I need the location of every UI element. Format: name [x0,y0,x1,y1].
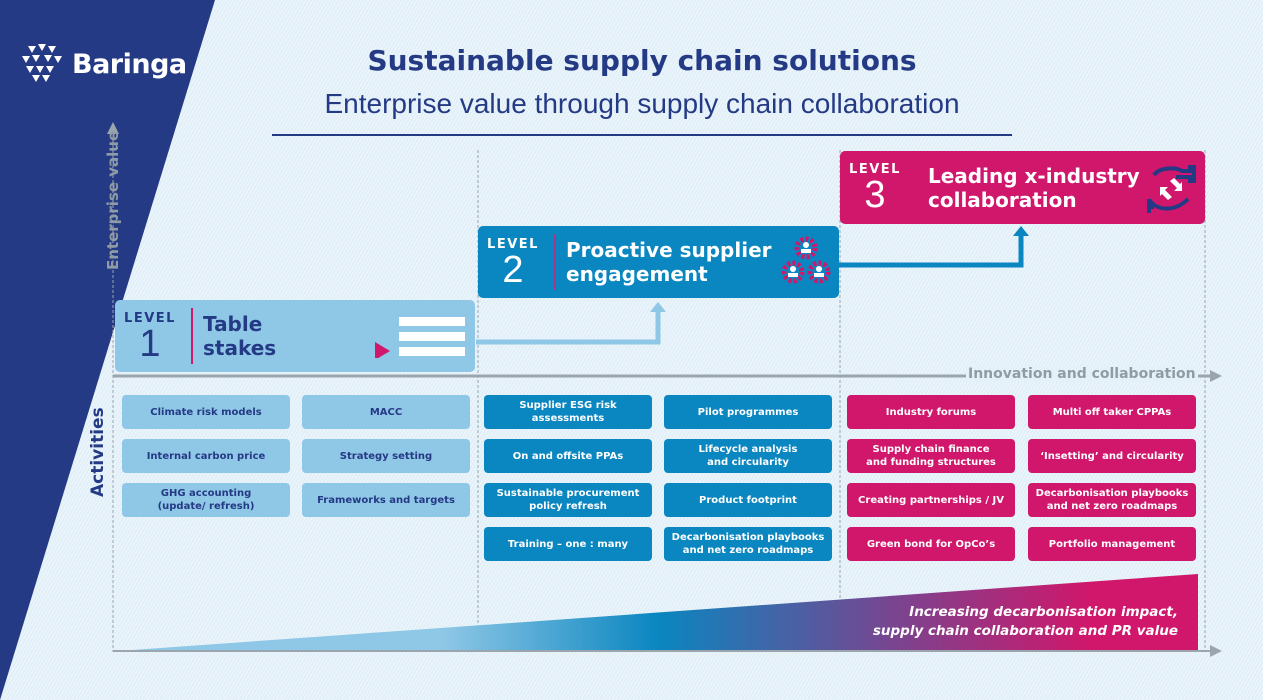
activity-box-level2: Sustainable procurement policy refresh [484,483,652,517]
impact-label: Increasing decarbonisation impact, suppl… [873,603,1178,641]
activity-box-level1: Climate risk models [122,395,290,429]
page-title: Sustainable supply chain solutions [367,44,917,77]
y-axis-label: Enterprise value [104,130,122,270]
level-number: 1 [139,322,161,365]
level-number: 2 [502,248,524,291]
level-separator [554,234,556,290]
activity-label: ‘Insetting’ and circularity [1040,450,1184,462]
level-1-box: LEVEL 1 Table stakes [115,300,475,372]
activity-label: Lifecycle analysis and circularity [698,444,798,468]
activity-label: Climate risk models [150,406,262,418]
activity-box-level3: Green bond for OpCo’s [847,527,1015,561]
level-2-badge: LEVEL 2 [478,236,548,291]
activity-box-level1: Strategy setting [302,439,470,473]
activity-label: GHG accounting (update/ refresh) [157,488,255,512]
level-title-line: Leading x-industry [928,163,1140,188]
activity-box-level3: Decarbonisation playbooks and net zero r… [1028,483,1196,517]
level-word: LEVEL [849,162,901,177]
logo-text: Baringa [72,48,187,80]
level-separator [916,160,918,216]
level-title-line: Table [203,312,263,336]
level-3-box: LEVEL 3 Leading x-industry collaboration [840,151,1205,224]
activity-box-level2: Supplier ESG risk assessments [484,395,652,429]
activity-box-level3: Portfolio management [1028,527,1196,561]
activity-label: Frameworks and targets [317,494,455,506]
level-3-title: Leading x-industry collaboration [928,164,1140,212]
level-separator [191,308,193,364]
activity-box-level2: On and offsite PPAs [484,439,652,473]
bottom-axis-arrowhead [1210,645,1222,657]
activity-box-level2: Decarbonisation playbooks and net zero r… [664,527,832,561]
level-word: LEVEL [124,310,176,326]
baringa-logo: Baringa [18,42,187,86]
level-title-line: stakes [203,336,277,360]
level-1-title: Table stakes [203,312,276,360]
activity-box-level3: Creating partnerships / JV [847,483,1015,517]
activity-label: Multi off taker CPPAs [1052,406,1172,418]
impact-line: Increasing decarbonisation impact, [909,604,1178,620]
level-title-line: Proactive supplier [566,238,772,262]
impact-line: supply chain collaboration and PR value [872,623,1178,639]
y-axis-arrowhead [107,122,119,134]
hands-exchange-icon [1147,165,1196,213]
activity-label: Sustainable procurement policy refresh [496,488,640,512]
connector-2-to-3-arrowhead [1013,226,1029,236]
x-axis-label: Innovation and collaboration [966,366,1198,382]
level-1-badge: LEVEL 1 [115,310,185,365]
activity-label: On and offsite PPAs [512,450,624,462]
activity-label: Strategy setting [339,450,433,462]
activity-box-level1: GHG accounting (update/ refresh) [122,483,290,517]
activity-label: Pilot programmes [697,406,799,418]
activity-label: Creating partnerships / JV [858,494,1004,506]
people-gears-icon [781,236,831,284]
connector-2-to-3 [838,234,1024,268]
activity-box-level1: MACC [302,395,470,429]
level-2-box: LEVEL 2 Proactive supplier engagement [478,226,839,298]
activity-box-level2: Training – one : many [484,527,652,561]
activity-box-level2: Pilot programmes [664,395,832,429]
level-2-title: Proactive supplier engagement [566,238,772,286]
navy-side-panel [0,0,215,700]
connector-1-to-2-arrowhead [650,302,666,312]
title-divider [272,134,1012,136]
activity-box-level2: Lifecycle analysis and circularity [664,439,832,473]
connector-1-to-2 [476,310,661,345]
activity-label: Decarbonisation playbooks and net zero r… [671,532,825,556]
activity-label: Training – one : many [507,538,629,550]
checklist-icon [375,317,465,358]
activity-box-level3: ‘Insetting’ and circularity [1028,439,1196,473]
activities-label: Activities [88,407,108,497]
x-axis-arrowhead [1210,370,1222,382]
level-title-line: collaboration [928,187,1077,212]
activity-label: Product footprint [699,494,797,506]
activity-label: Internal carbon price [146,450,266,462]
activity-label: Green bond for OpCo’s [866,538,996,550]
activity-label: Decarbonisation playbooks and net zero r… [1035,488,1189,512]
activity-box-level1: Frameworks and targets [302,483,470,517]
activity-box-level3: Multi off taker CPPAs [1028,395,1196,429]
activity-label: Supplier ESG risk assessments [519,400,617,424]
activity-label: Supply chain finance and funding structu… [866,444,996,468]
page-subtitle: Enterprise value through supply chain co… [324,88,960,119]
activity-label: Portfolio management [1048,538,1176,550]
level-3-badge: LEVEL 3 [840,162,910,216]
activity-label: Industry forums [885,406,977,418]
activity-box-level1: Internal carbon price [122,439,290,473]
baringa-logo-mark-icon [22,44,62,82]
activity-label: MACC [369,406,403,418]
level-word: LEVEL [487,236,539,252]
level-number: 3 [864,174,886,216]
impact-wedge [118,574,1198,651]
activity-box-level3: Supply chain finance and funding structu… [847,439,1015,473]
activity-box-level2: Product footprint [664,483,832,517]
level-title-line: engagement [566,262,708,286]
activity-box-level3: Industry forums [847,395,1015,429]
